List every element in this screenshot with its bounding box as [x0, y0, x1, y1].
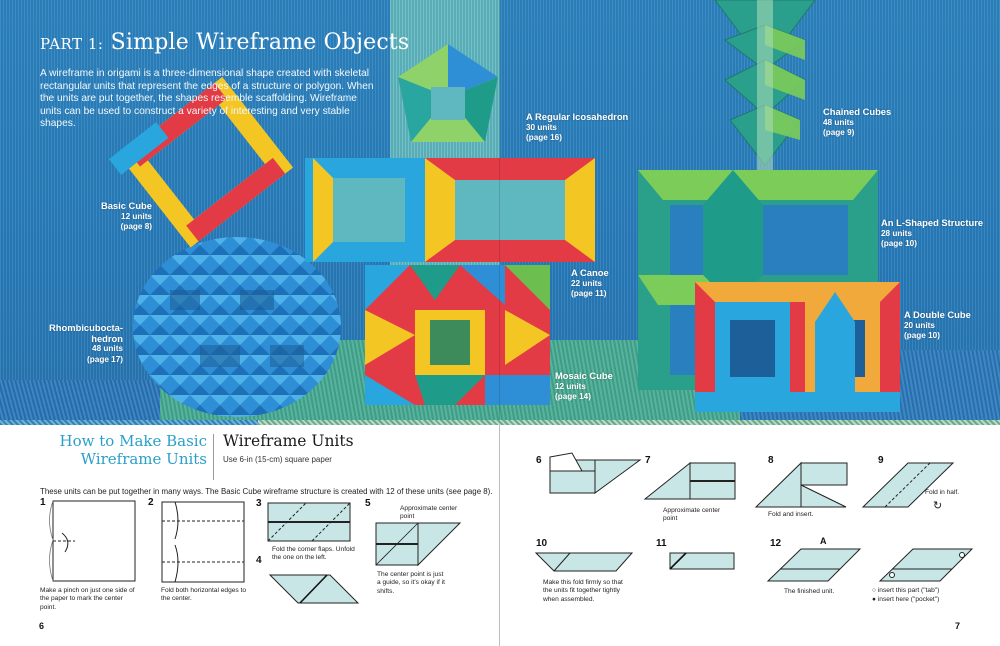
step-1-caption: Make a pinch on just one side of the pap…: [40, 587, 135, 611]
step-3-diagram: [267, 502, 351, 542]
hero-photo: PART 1: Simple Wireframe Objects A wiref…: [0, 0, 1000, 420]
part-label: PART 1:: [40, 35, 104, 53]
page-number-left: 6: [39, 621, 45, 631]
label-icosahedron: A Regular Icosahedron 30 units (page 16): [526, 111, 629, 142]
step-5-diagram: [375, 522, 462, 567]
legend-tab: ○ insert this part ("tab"): [872, 587, 940, 594]
heading-divider: [213, 434, 214, 480]
step-4-diagram: [268, 574, 360, 604]
chained-cubes-model: [714, 0, 816, 170]
right-page: 6 7 Approximate center point 8 Fold and …: [500, 425, 1000, 646]
canoe-model: [305, 158, 595, 262]
step-12-diagram: [766, 548, 862, 582]
lead-text: These units can be put together in many …: [40, 487, 493, 496]
mosaic-cube-model: [365, 265, 550, 405]
step-12-caption: The finished unit.: [784, 588, 835, 595]
step-3-caption: Fold the corner flaps. Unfold the one on…: [272, 546, 355, 562]
left-page: How to Make Basic Wireframe Units Wirefr…: [0, 425, 499, 646]
step-8-number: 8: [768, 455, 774, 466]
unit-marker-a: A: [820, 536, 827, 546]
step-2-number: 2: [148, 497, 154, 508]
intro-paragraph: A wireframe in origami is a three-dimens…: [40, 68, 374, 130]
basic-cube-model: [108, 76, 294, 248]
step-11-diagram: [669, 552, 735, 570]
label-mosaic-cube: Mosaic Cube 12 units (page 14): [555, 370, 613, 401]
step-7-label: Approximate center point: [663, 507, 721, 523]
step-8-diagram: [754, 461, 848, 508]
label-basic-cube: Basic Cube 12 units (page 8): [100, 200, 152, 231]
double-cube-model: [695, 282, 900, 412]
page-gutter: [499, 0, 500, 420]
label-rhombicuboctahedron: Rhombicubocta- hedron 48 units (page 17): [49, 322, 123, 364]
page-number-right: 7: [955, 621, 961, 631]
label-l-shaped-structure: An L-Shaped Structure 28 units (page 10): [881, 217, 984, 248]
icosahedron-model: [398, 44, 498, 142]
step-7-diagram: [643, 461, 736, 500]
step-12-number: 12: [770, 538, 782, 549]
label-double-cube: A Double Cube 20 units (page 10): [904, 309, 971, 340]
book-spine: [499, 425, 500, 646]
label-chained-cubes: Chained Cubes 48 units (page 9): [823, 106, 892, 137]
divider-stripe: [0, 420, 1000, 425]
floor-left: [0, 380, 180, 420]
rotate-icon: ↻: [933, 500, 943, 512]
step-9-caption: Fold in half.: [925, 489, 960, 496]
step-1-number: 1: [40, 497, 46, 508]
step-10-number: 10: [536, 538, 548, 549]
paper-size-note: Use 6-in (15-cm) square paper: [223, 455, 332, 464]
step-2-caption: Fold both horizontal edges to the center…: [161, 587, 247, 603]
step-9-number: 9: [878, 455, 884, 466]
part-title: PART 1: Simple Wireframe Objects: [40, 30, 409, 55]
step-2-diagram: [161, 501, 245, 583]
step-1-diagram: [49, 500, 136, 582]
step-10-diagram: [534, 552, 634, 572]
step-5-caption: The center point is just a guide, so it'…: [377, 571, 445, 595]
step-4-number: 4: [256, 555, 262, 566]
step-7-number: 7: [645, 455, 651, 466]
legend-pocket: ● insert here ("pocket"): [872, 596, 940, 603]
how-to-heading: How to Make Basic Wireframe Units: [59, 432, 207, 468]
rhombicuboctahedron-model: [133, 237, 341, 417]
label-canoe: A Canoe 22 units (page 11): [571, 267, 609, 298]
part-heading: Simple Wireframe Objects: [110, 30, 410, 55]
step-6-number: 6: [536, 455, 542, 466]
step-11-number: 11: [656, 538, 667, 549]
step-5-label: Approximate center point: [400, 505, 458, 521]
step-8-caption: Fold and insert.: [768, 511, 814, 518]
step-9-diagram: [861, 462, 955, 508]
step-6-diagram: [549, 452, 642, 494]
step-3-number: 3: [256, 498, 262, 509]
step-5-number: 5: [365, 498, 371, 509]
section-title: Wireframe Units: [223, 432, 354, 450]
tab-pocket-diagram: [878, 548, 974, 582]
step-10-caption: Make this fold firmly so that the units …: [543, 579, 623, 603]
